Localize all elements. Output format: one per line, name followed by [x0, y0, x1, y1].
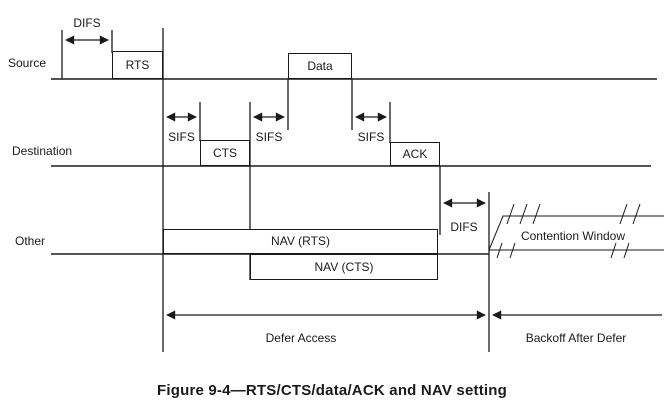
interval-arrows — [65, 35, 662, 320]
row-label-other: Other — [15, 234, 46, 248]
nav-rts-box: NAV (RTS) — [163, 229, 438, 254]
row-label-destination: Destination — [12, 144, 73, 158]
contention-window-hatch — [496, 203, 641, 259]
cts-frame-label: CTS — [213, 145, 237, 160]
data-frame-box: Data — [288, 53, 352, 79]
nav-cts-label: NAV (CTS) — [314, 259, 374, 274]
contention-window-label: Contention Window — [520, 229, 626, 243]
cts-frame-box: CTS — [200, 140, 250, 166]
row-label-source: Source — [8, 56, 47, 70]
tick-lines — [61, 28, 490, 352]
contention-window-top-edge — [488, 215, 664, 251]
ack-frame-label: ACK — [402, 146, 428, 161]
data-frame-label: Data — [307, 58, 333, 73]
sifs-before-data-label: SIFS — [255, 130, 283, 144]
difs-start-label: DIFS — [73, 16, 101, 30]
ack-frame-box: ACK — [390, 142, 440, 166]
nav-rts-label: NAV (RTS) — [271, 234, 330, 248]
sifs-before-cts-label: SIFS — [168, 130, 195, 144]
timelines — [51, 78, 657, 255]
sifs-before-ack-label: SIFS — [357, 130, 385, 144]
defer-access-label: Defer Access — [265, 331, 337, 345]
rts-frame-box: RTS — [112, 51, 163, 79]
difs-end-label: DIFS — [450, 220, 478, 234]
nav-cts-box: NAV (CTS) — [250, 254, 438, 280]
backoff-after-defer-label: Backoff After Defer — [525, 331, 627, 345]
rts-frame-label: RTS — [125, 57, 150, 72]
figure-caption: Figure 9-4—RTS/CTS/data/ACK and NAV sett… — [156, 382, 508, 399]
contention-window-band — [488, 203, 664, 259]
